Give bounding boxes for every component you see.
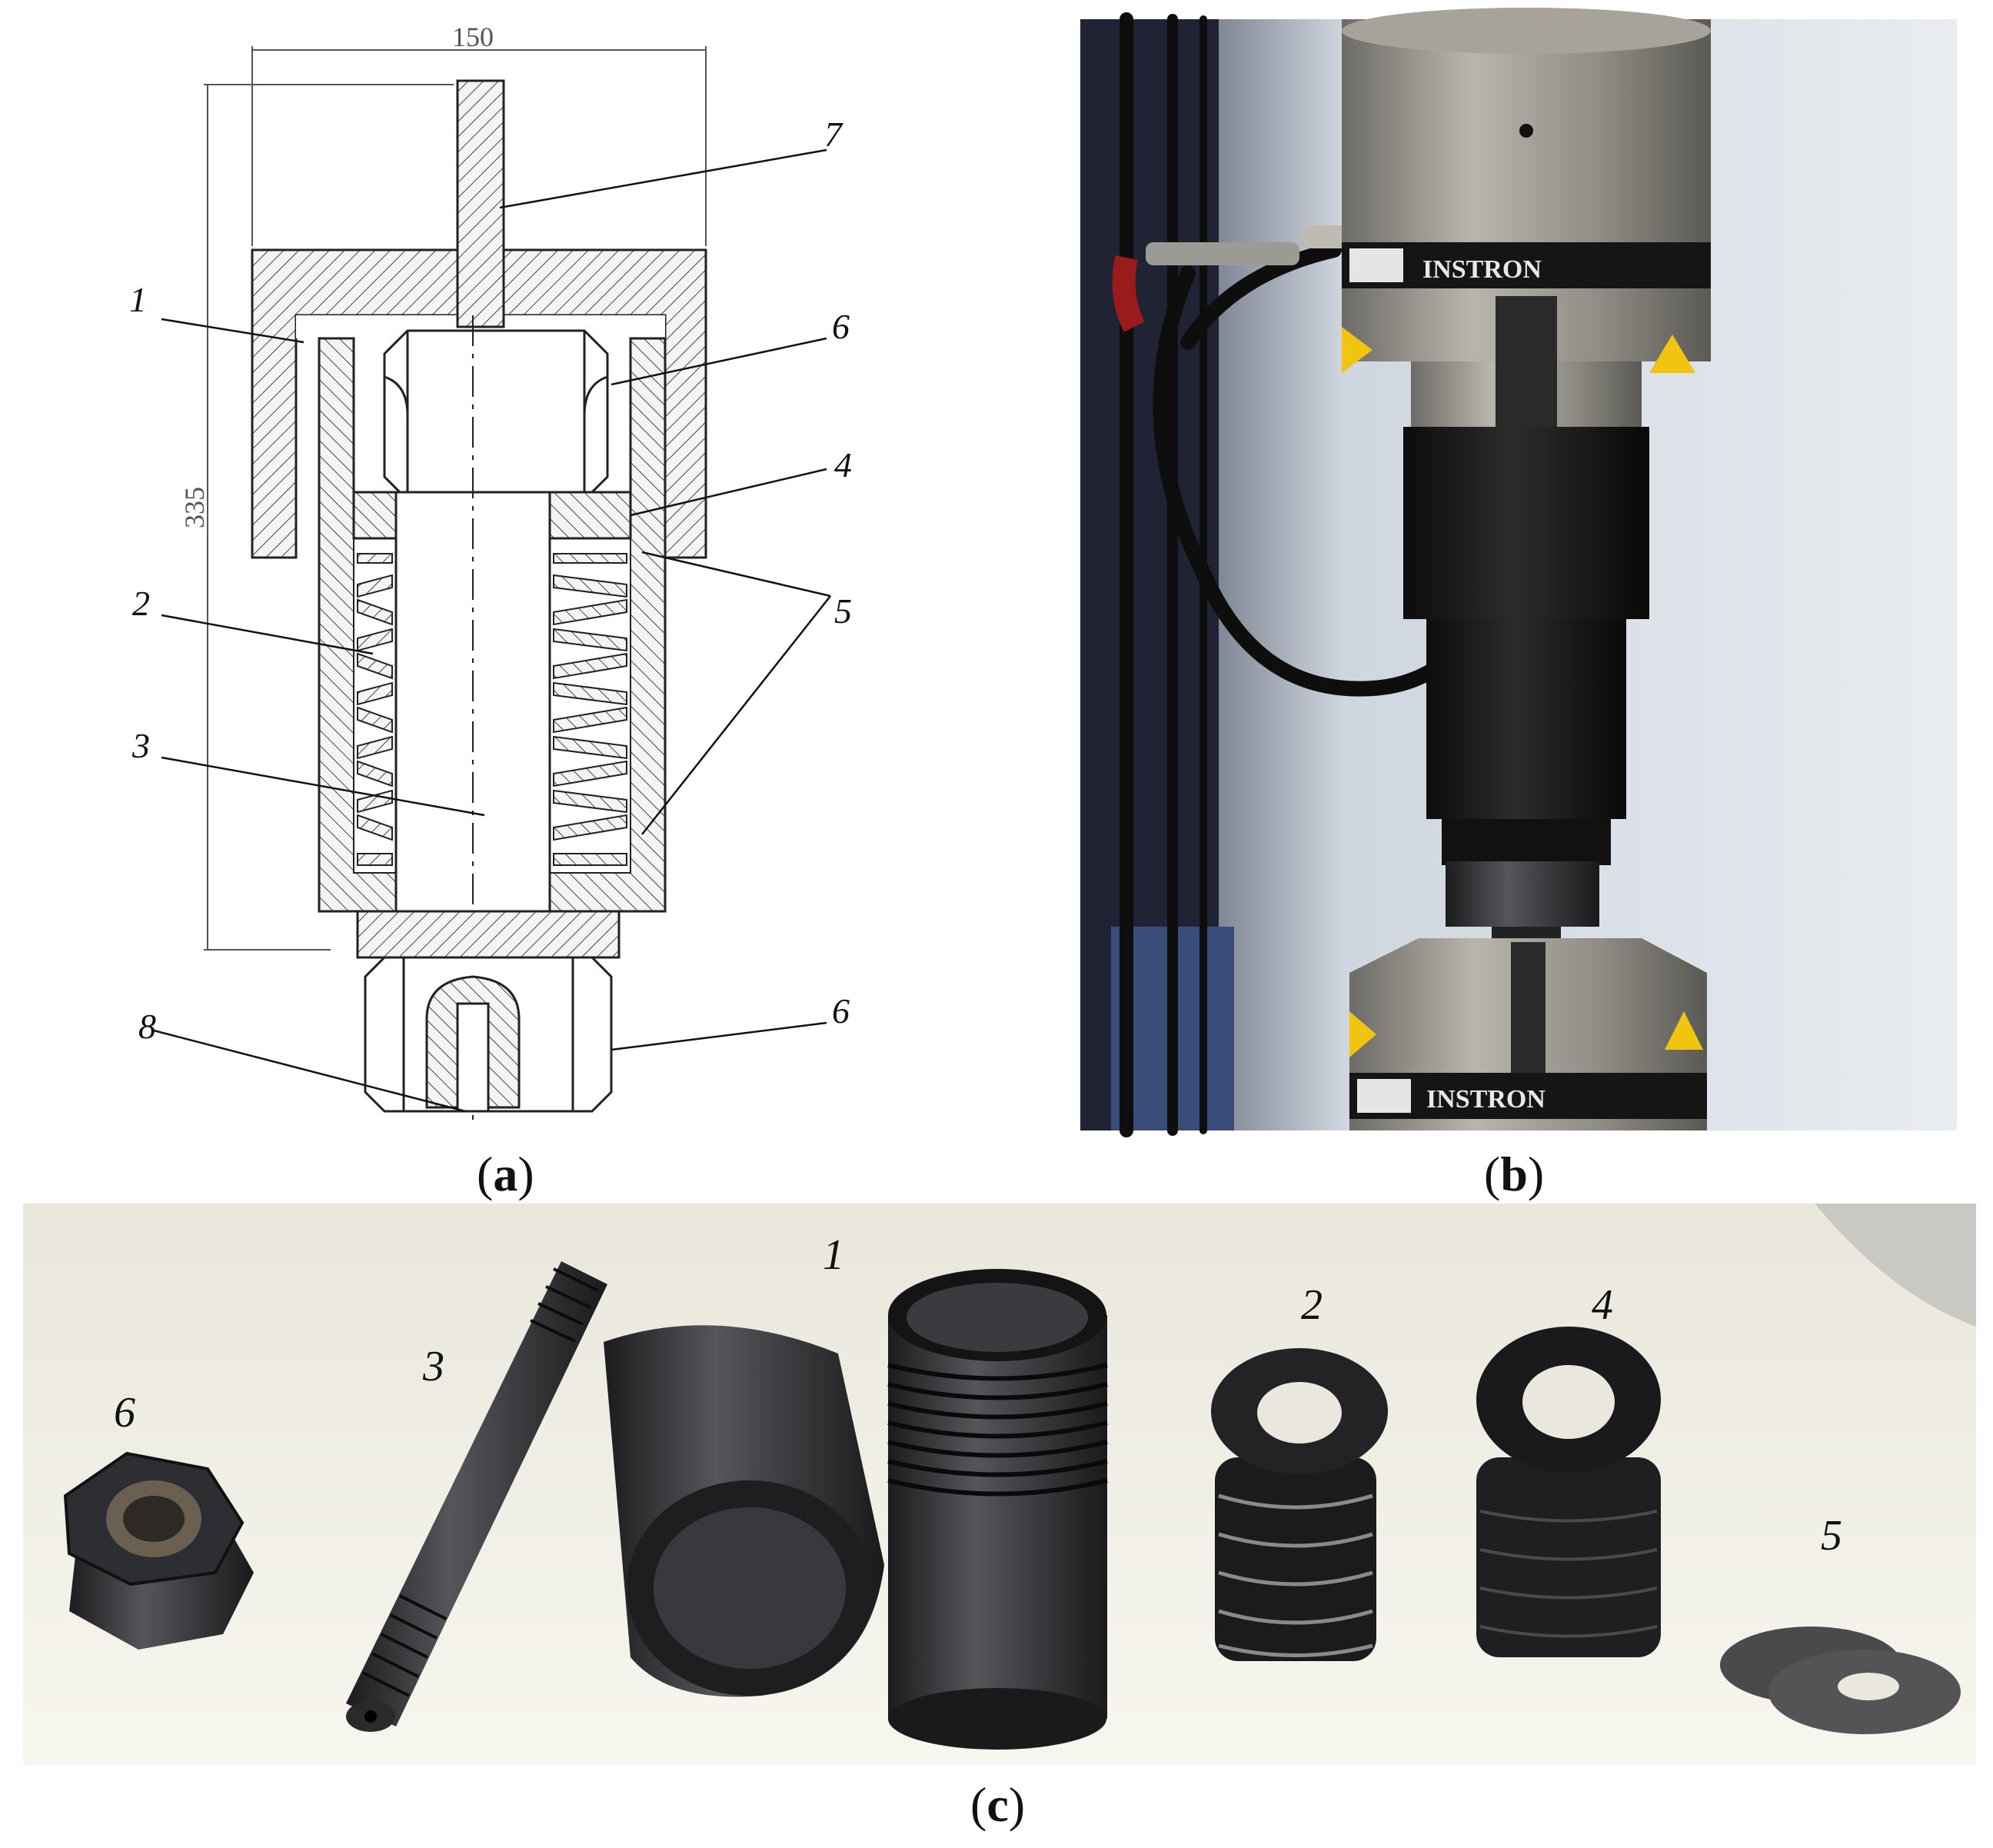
cross-section-drawing: 150 335 — [129, 22, 852, 1123]
callout-leaders — [153, 148, 831, 1113]
callout-8: 8 — [138, 1007, 156, 1046]
lower-stud — [425, 975, 521, 1113]
caption-a: (a) — [477, 1147, 534, 1201]
callout-7: 7 — [824, 115, 843, 154]
lower-grip: INSTRON — [1349, 938, 1707, 1130]
load-cell-lower — [1426, 619, 1626, 819]
test-machine-photo: INSTRON INSTRON — [1080, 8, 1957, 1137]
part-stud — [346, 1261, 607, 1732]
part-housing-cap — [604, 1325, 884, 1697]
width-dimension — [251, 46, 707, 246]
part-label-1: 1 — [823, 1231, 844, 1279]
width-dimension-label: 150 — [452, 22, 494, 52]
instron-photo: INSTRON INSTRON — [1080, 8, 1957, 1137]
part-disc-springs — [1211, 1348, 1388, 1661]
specimen-nut — [1446, 861, 1599, 927]
callout-6-upper: 6 — [832, 307, 850, 346]
parts-photo: 6 3 1 2 4 5 — [23, 1204, 1976, 1765]
part-washers — [1476, 1327, 1661, 1657]
bottom-collar — [356, 910, 621, 959]
part-label-3: 3 — [422, 1343, 444, 1390]
height-dimension — [204, 84, 454, 951]
height-dimension-label: 335 — [179, 487, 210, 528]
upper-grip: INSTRON — [1342, 8, 1711, 446]
load-cell-upper — [1403, 427, 1649, 619]
load-rod — [456, 79, 505, 328]
part-nuts — [63, 1451, 254, 1650]
callout-2: 2 — [132, 584, 150, 623]
caption-c: (c) — [970, 1777, 1026, 1832]
part-label-4: 4 — [1592, 1281, 1613, 1329]
callout-5: 5 — [834, 591, 852, 631]
disassembled-parts-photo: 6 3 1 2 4 5 — [23, 1204, 1976, 1765]
brand-label-top: INSTRON — [1422, 255, 1542, 284]
disc-springs-right — [553, 553, 627, 866]
part-label-6: 6 — [114, 1389, 135, 1437]
callout-6-lower: 6 — [832, 991, 850, 1031]
callout-1: 1 — [129, 280, 147, 319]
callout-3: 3 — [131, 726, 150, 765]
part-label-2: 2 — [1301, 1281, 1323, 1329]
callout-4: 4 — [834, 445, 852, 484]
disc-springs-left — [357, 553, 393, 866]
brand-label-bottom: INSTRON — [1426, 1085, 1545, 1114]
caption-b: (b) — [1484, 1147, 1545, 1201]
upper-nut — [383, 329, 609, 501]
part-housing-sleeve — [887, 1269, 1108, 1750]
technical-drawing-panel: 150 335 — [46, 15, 852, 1138]
part-label-5: 5 — [1821, 1512, 1842, 1560]
part-shims — [1720, 1627, 1961, 1734]
